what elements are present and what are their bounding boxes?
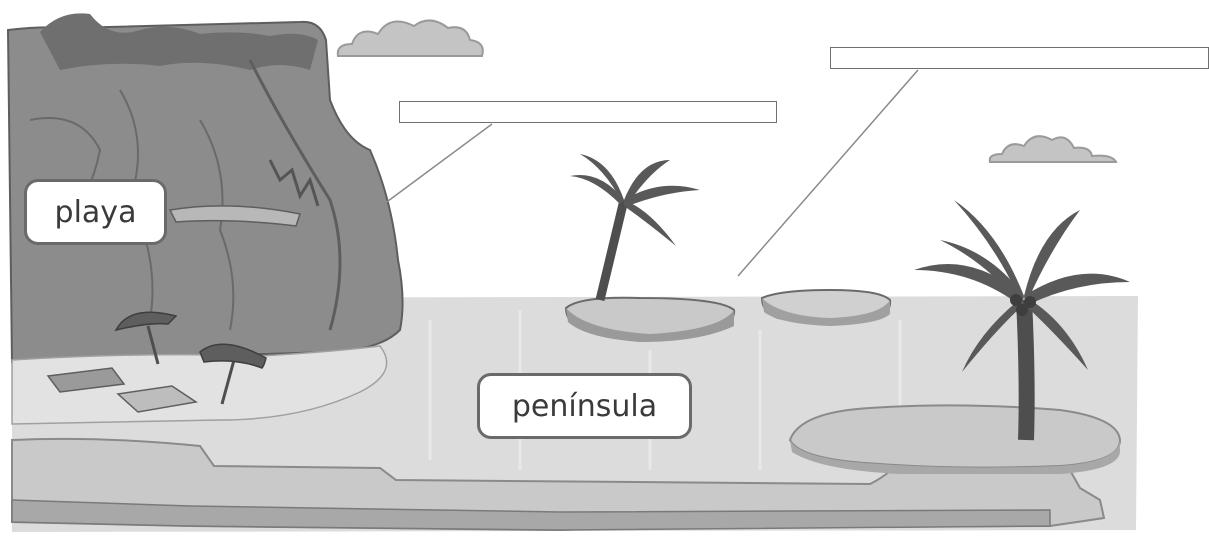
island-large	[790, 405, 1120, 474]
palm-tree-small	[570, 154, 700, 300]
answer-box-right[interactable]	[830, 47, 1209, 69]
answer-box-left[interactable]	[399, 101, 777, 123]
cloud-right	[990, 136, 1116, 162]
cloud-left	[338, 20, 483, 56]
label-playa-text: playa	[55, 195, 137, 230]
label-playa: playa	[24, 179, 167, 245]
label-peninsula: península	[477, 373, 692, 439]
leader-line-left	[384, 124, 492, 204]
label-peninsula-text: península	[512, 389, 657, 424]
